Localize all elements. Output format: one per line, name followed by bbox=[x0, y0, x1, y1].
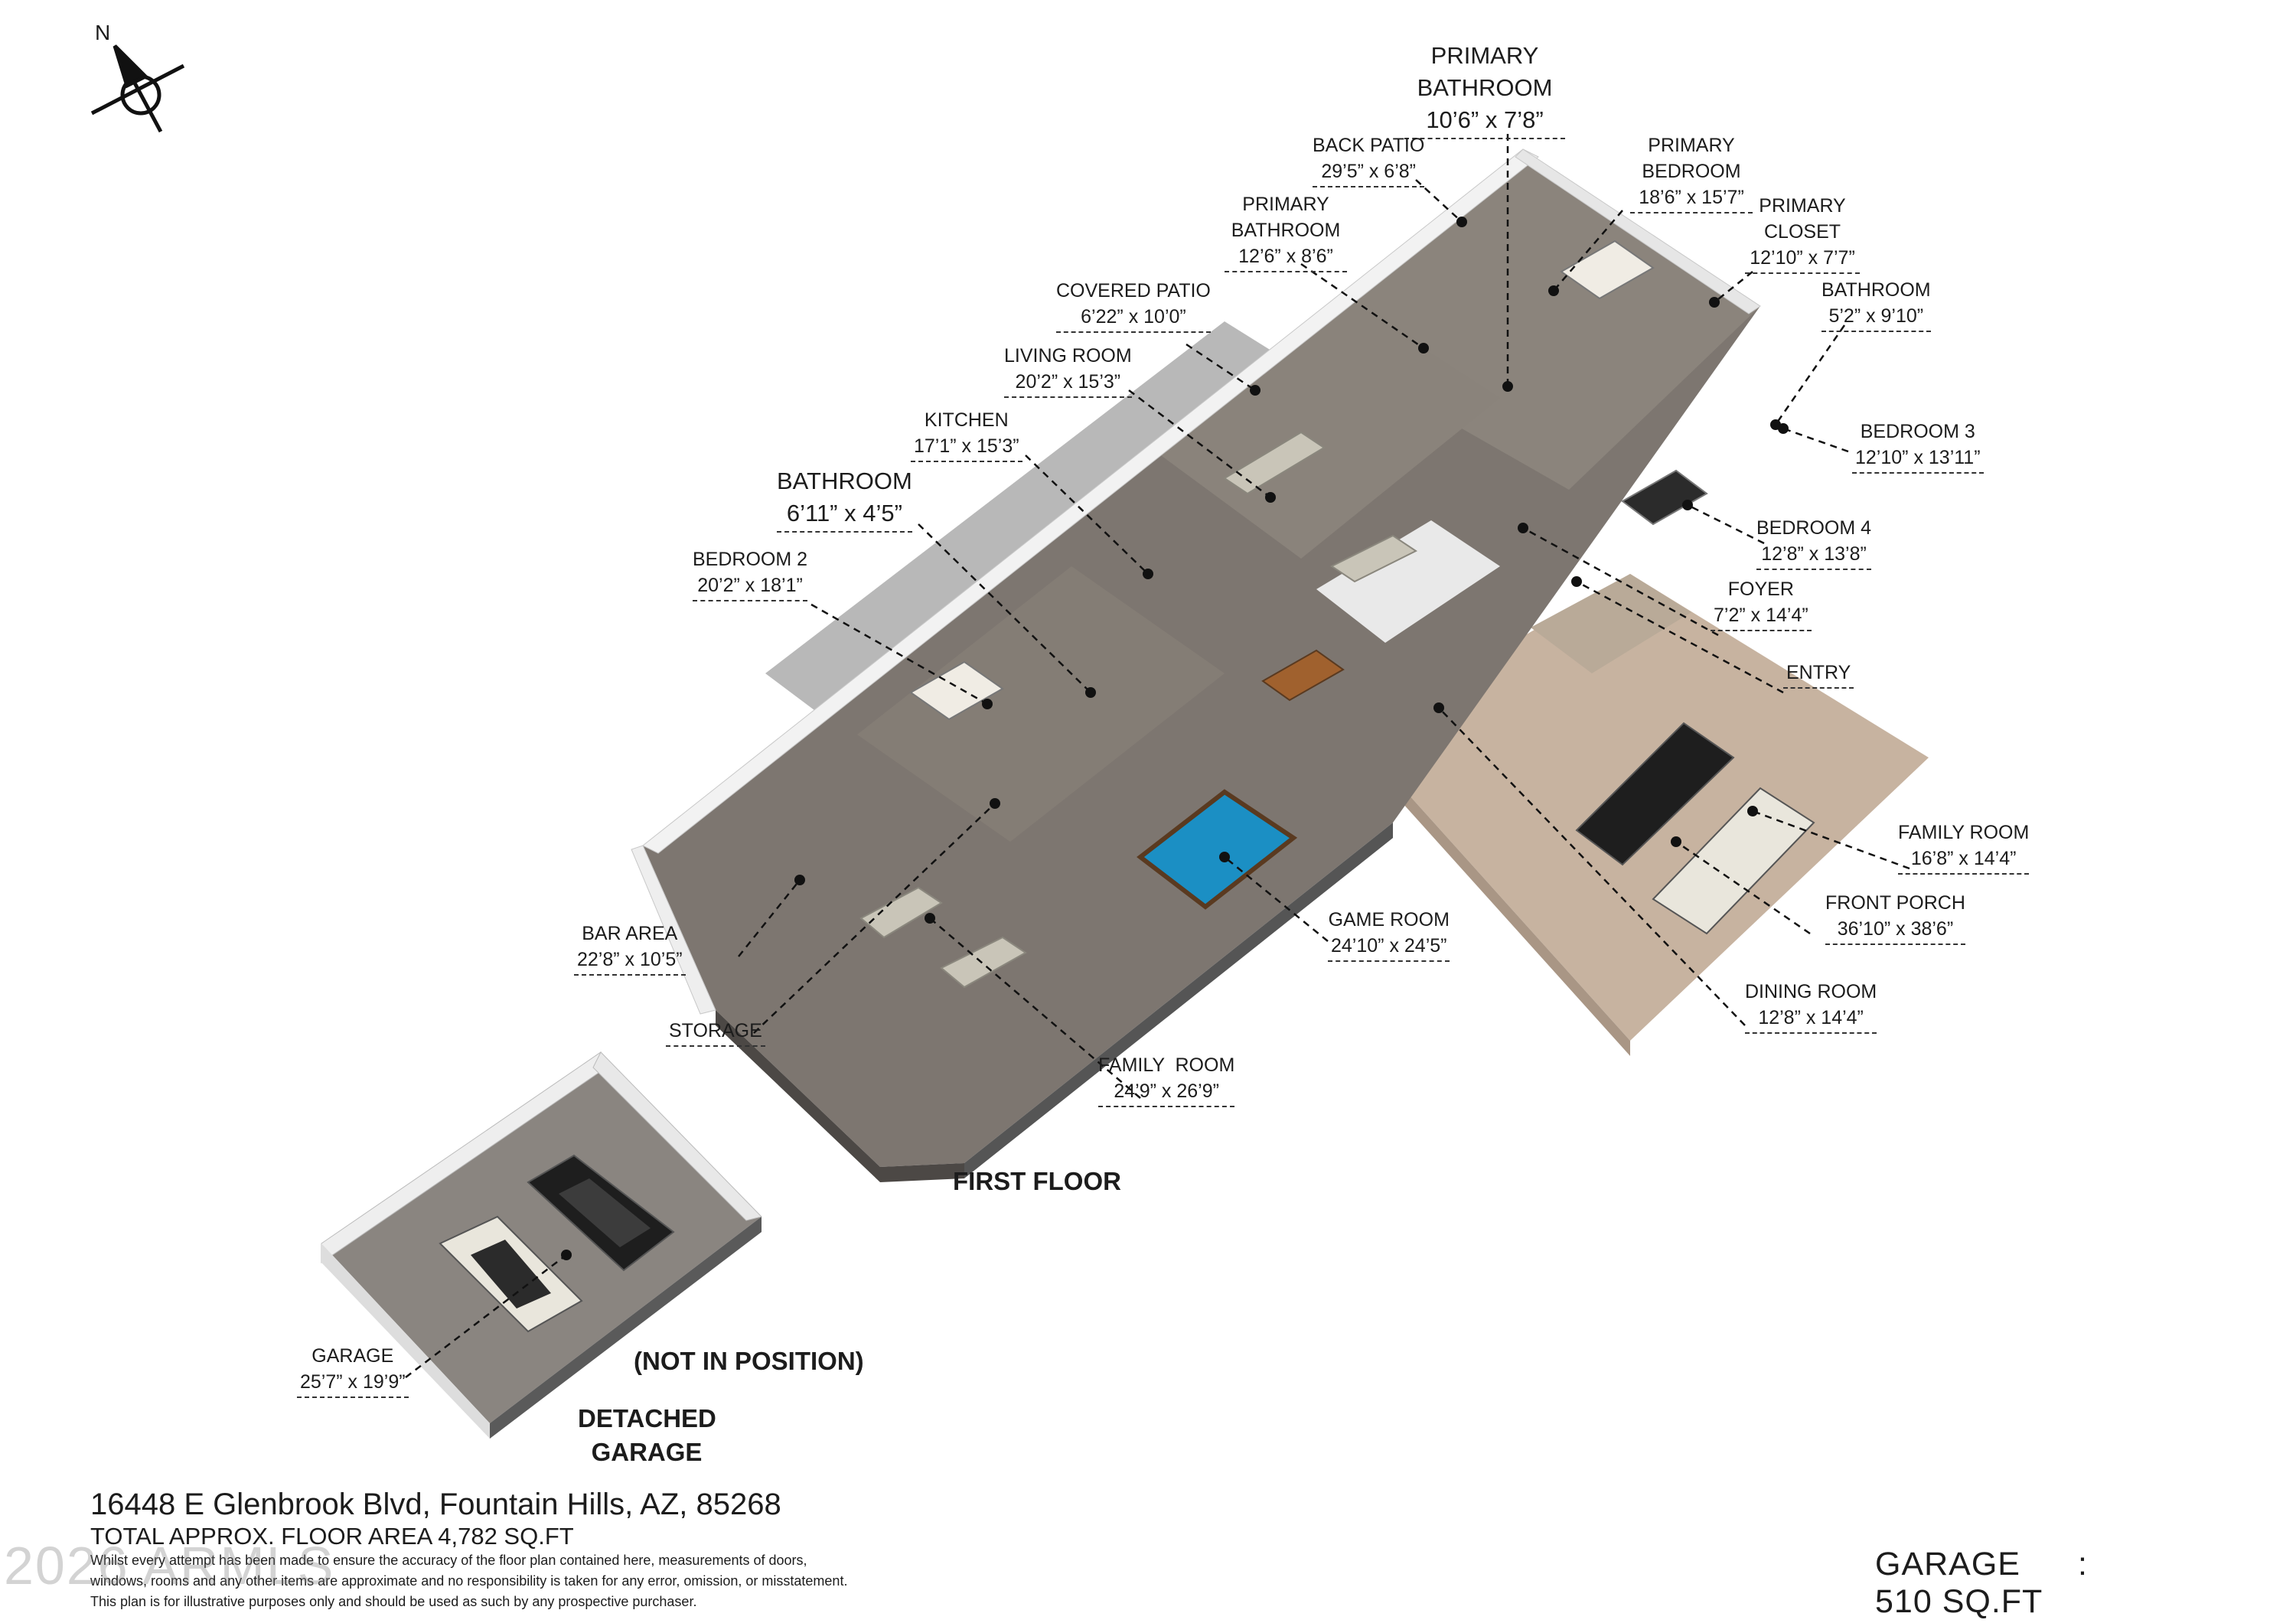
car-black-icon bbox=[1575, 722, 1735, 866]
room-label: DINING ROOM 12’8” x 14’4” bbox=[1745, 979, 1877, 1034]
room-name: PRIMARY CLOSET bbox=[1759, 195, 1846, 243]
room-name: BEDROOM 3 bbox=[1860, 421, 1975, 442]
room-dims: 29’5” x 6’8” bbox=[1313, 158, 1425, 187]
room-dims: 20’2” x 18’1” bbox=[693, 572, 808, 601]
room-dims: 25’7” x 19’9” bbox=[297, 1369, 409, 1398]
room-label: FRONT PORCH 36’10” x 38’6” bbox=[1825, 890, 1965, 945]
room-name: FAMILY ROOM bbox=[1898, 822, 2030, 843]
room-label: BEDROOM 3 12’10” x 13’11” bbox=[1852, 419, 1984, 474]
floor-title: FIRST FLOOR bbox=[953, 1167, 1121, 1195]
dining-table-icon bbox=[1261, 649, 1345, 702]
car-white-icon bbox=[1652, 787, 1815, 935]
house-floor-drawing bbox=[631, 148, 1929, 1182]
car-white-icon bbox=[439, 1215, 583, 1333]
garage-summary-value: 510 SQ.FT bbox=[1875, 1583, 2043, 1620]
room-label: GARAGE 25’7” x 19’9” bbox=[297, 1343, 409, 1398]
total-floor-area: TOTAL APPROX. FLOOR AREA 4,782 SQ.FT bbox=[90, 1523, 574, 1550]
detached-garage-title: DETACHED GARAGE bbox=[578, 1404, 716, 1466]
room-label: KITCHEN 17’1” x 15’3” bbox=[911, 407, 1022, 462]
compass-north-label: N bbox=[95, 21, 111, 44]
room-name: DINING ROOM bbox=[1745, 981, 1877, 1002]
room-dims: 12’10” x 13’11” bbox=[1852, 445, 1984, 474]
disclaimer-line: Whilst every attempt has been made to en… bbox=[90, 1553, 807, 1568]
room-dims: 18’6” x 15’7” bbox=[1630, 184, 1753, 213]
room-label: PRIMARY BATHROOM 12’6” x 8’6” bbox=[1225, 191, 1347, 272]
room-dims: 22’8” x 10’5” bbox=[574, 947, 686, 976]
room-label: BEDROOM 4 12’8” x 13’8” bbox=[1756, 515, 1872, 570]
room-name: BEDROOM 2 bbox=[693, 549, 808, 570]
room-label: PRIMARY BATHROOM 10’6” x 7’8” bbox=[1404, 40, 1565, 139]
watermark: 2026 ARMLS bbox=[4, 1536, 335, 1595]
bed-icon bbox=[909, 240, 1708, 721]
room-name: FOYER bbox=[1727, 578, 1794, 600]
room-name: GARAGE bbox=[311, 1345, 394, 1367]
room-name: BATHROOM bbox=[1821, 279, 1931, 301]
room-label: BACK PATIO 29’5” x 6’8” bbox=[1313, 132, 1425, 187]
room-label: PRIMARY CLOSET 12’10” x 7’7” bbox=[1745, 193, 1860, 274]
room-label: PRIMARY BEDROOM 18’6” x 15’7” bbox=[1630, 132, 1753, 213]
room-name: FAMILY ROOM bbox=[1098, 1054, 1235, 1076]
room-name: BAR AREA bbox=[582, 923, 678, 944]
disclaimer-line: windows, rooms and any other items are a… bbox=[90, 1573, 848, 1589]
room-name: PRIMARY BATHROOM bbox=[1417, 42, 1553, 101]
room-label: BAR AREA 22’8” x 10’5” bbox=[574, 921, 686, 976]
room-label: BATHROOM 6’11” x 4’5” bbox=[777, 465, 912, 533]
room-name: ENTRY bbox=[1783, 660, 1854, 689]
room-name: PRIMARY BATHROOM bbox=[1231, 194, 1341, 241]
room-dims: 5’2” x 9’10” bbox=[1821, 303, 1931, 332]
room-name: BACK PATIO bbox=[1313, 135, 1425, 156]
room-label: GAME ROOM 24’10” x 24’5” bbox=[1328, 907, 1450, 962]
leader-lines bbox=[405, 134, 1910, 1378]
room-name: FRONT PORCH bbox=[1825, 892, 1965, 914]
property-address: 16448 E Glenbrook Blvd, Fountain Hills, … bbox=[90, 1488, 781, 1521]
detached-garage-drawing bbox=[321, 1051, 762, 1439]
garage-summary-label: GARAGE bbox=[1875, 1546, 2020, 1582]
room-dims: 10’6” x 7’8” bbox=[1404, 104, 1565, 139]
room-dims: 12’10” x 7’7” bbox=[1745, 245, 1860, 274]
room-name: BATHROOM bbox=[777, 468, 912, 494]
room-name: STORAGE bbox=[666, 1018, 765, 1047]
footer-info: 16448 E Glenbrook Blvd, Fountain Hills, … bbox=[90, 1486, 1009, 1612]
not-in-position-note: (NOT IN POSITION) bbox=[634, 1347, 864, 1375]
room-name: GAME ROOM bbox=[1328, 909, 1450, 930]
room-dims: 7’2” x 14’4” bbox=[1711, 602, 1812, 631]
room-dims: 12’8” x 14’4” bbox=[1745, 1005, 1877, 1034]
room-dims: 24’9” x 26’9” bbox=[1098, 1078, 1235, 1107]
room-name: COVERED PATIO bbox=[1056, 280, 1211, 301]
room-label: FOYER 7’2” x 14’4” bbox=[1711, 576, 1812, 631]
disclaimer-line: This plan is for illustrative purposes o… bbox=[90, 1594, 697, 1609]
room-label: FAMILY ROOM 16’8” x 14’4” bbox=[1898, 820, 2030, 875]
room-dims: 17’1” x 15’3” bbox=[911, 433, 1022, 462]
room-dims: 12’8” x 13’8” bbox=[1756, 541, 1872, 570]
room-label: FAMILY ROOM 24’9” x 26’9” bbox=[1098, 1052, 1235, 1107]
room-dims: 20’2” x 15’3” bbox=[1004, 369, 1132, 398]
room-name: KITCHEN bbox=[924, 409, 1009, 431]
room-label: BATHROOM 5’2” x 9’10” bbox=[1821, 277, 1931, 332]
room-label: ENTRY bbox=[1783, 660, 1854, 689]
room-name: PRIMARY BEDROOM bbox=[1642, 135, 1741, 182]
room-name: BEDROOM 4 bbox=[1756, 517, 1872, 539]
room-label: BEDROOM 2 20’2” x 18’1” bbox=[693, 546, 808, 601]
room-markers bbox=[561, 217, 1789, 1260]
garage-area-summary: GARAGE : 510 SQ.FT bbox=[1875, 1546, 2296, 1621]
room-dims: 6’11” x 4’5” bbox=[777, 497, 912, 533]
room-label: STORAGE bbox=[666, 1018, 765, 1047]
room-dims: 12’6” x 8’6” bbox=[1225, 243, 1347, 272]
compass-north-icon bbox=[90, 44, 185, 133]
room-dims: 36’10” x 38’6” bbox=[1825, 916, 1965, 945]
room-name: LIVING ROOM bbox=[1004, 345, 1132, 367]
room-label: COVERED PATIO 6’22” x 10’0” bbox=[1056, 278, 1211, 333]
garage-summary-separator: : bbox=[2077, 1546, 2088, 1582]
sofa-icon bbox=[859, 431, 1417, 989]
room-label: LIVING ROOM 20’2” x 15’3” bbox=[1004, 343, 1132, 398]
room-dims: 24’10” x 24’5” bbox=[1328, 933, 1450, 962]
room-dims: 6’22” x 10’0” bbox=[1056, 304, 1211, 333]
car-black-icon bbox=[527, 1154, 675, 1272]
room-dims: 16’8” x 14’4” bbox=[1898, 846, 2030, 875]
pool-table-icon bbox=[1137, 789, 1298, 910]
